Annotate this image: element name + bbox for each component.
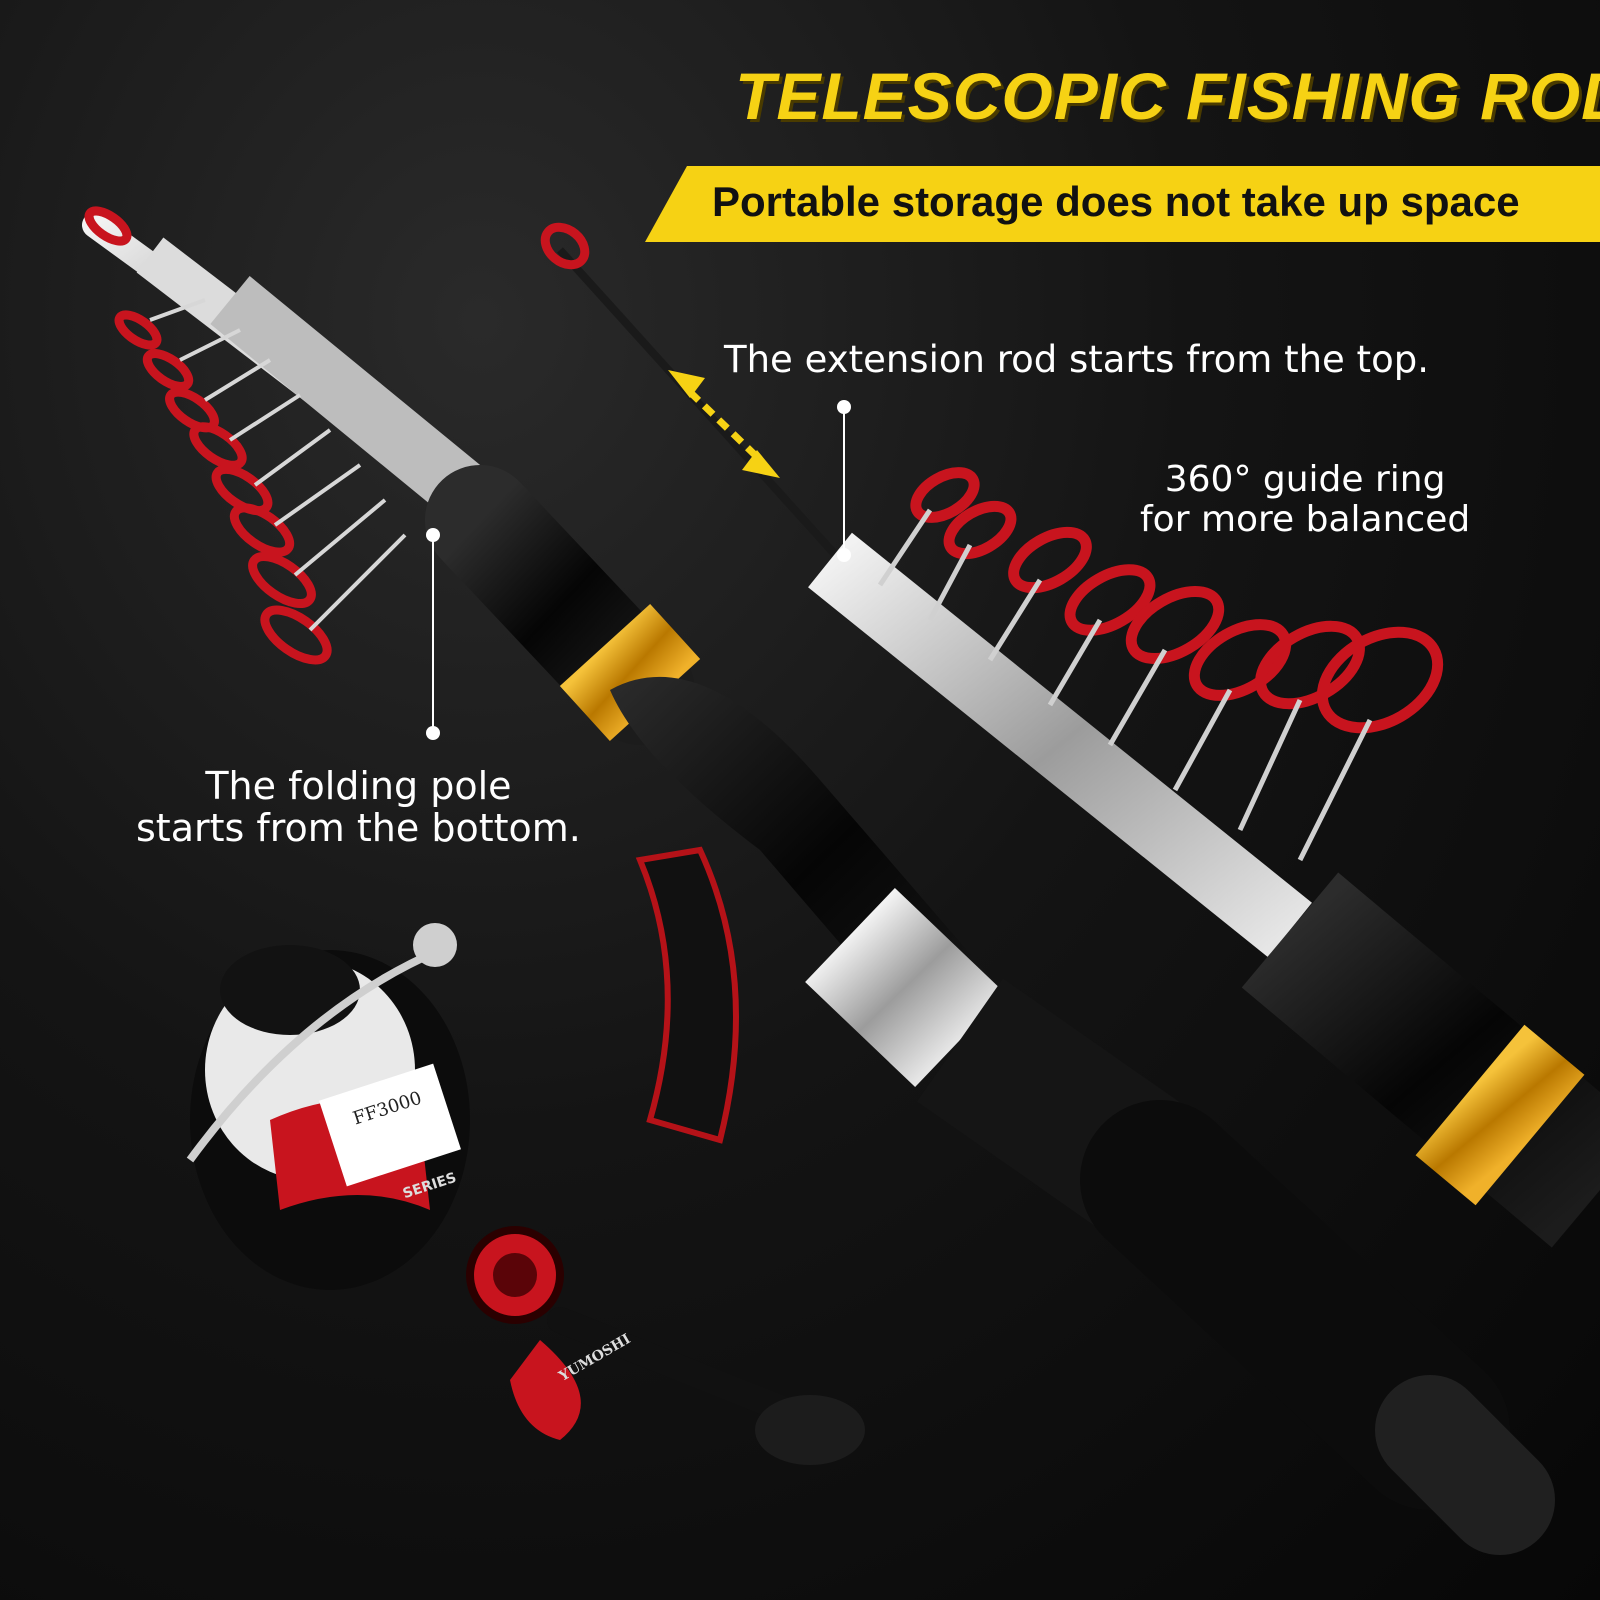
guide-ring-line1: 360° guide ring bbox=[1164, 459, 1446, 500]
folding-callout-line bbox=[432, 535, 434, 735]
extension-arrow-icon bbox=[668, 370, 780, 478]
extension-callout-line bbox=[843, 407, 845, 552]
guide-ring-annotation: 360° guide ring for more balanced bbox=[1140, 460, 1470, 540]
headline-subtitle: Portable storage does not take up space bbox=[712, 178, 1520, 225]
left-rod-guides bbox=[84, 206, 332, 665]
right-guide-frames bbox=[877, 508, 1373, 862]
guide-ring-line2: for more balanced bbox=[1140, 499, 1471, 540]
extension-callout-dot-end bbox=[837, 548, 851, 562]
extension-annotation: The extension rod starts from the top. bbox=[724, 338, 1429, 381]
folding-annotation: The folding pole starts from the bottom. bbox=[136, 765, 581, 849]
extension-callout-dot bbox=[837, 400, 851, 414]
left-rod-handle bbox=[425, 465, 1555, 1555]
headline-title: TELESCOPIC FISHING ROD bbox=[735, 59, 1600, 133]
headline-banner bbox=[645, 166, 1600, 242]
right-rod bbox=[540, 222, 1600, 1248]
right-rod-guides bbox=[910, 467, 1444, 734]
folding-line1: The folding pole bbox=[205, 764, 512, 808]
spinning-reel bbox=[186, 846, 865, 1465]
folding-line2: starts from the bottom. bbox=[136, 806, 581, 850]
folding-callout-dot-end bbox=[426, 726, 440, 740]
folding-callout-dot bbox=[426, 528, 440, 542]
left-rod-sections bbox=[82, 212, 513, 533]
left-guide-frames bbox=[149, 298, 407, 632]
